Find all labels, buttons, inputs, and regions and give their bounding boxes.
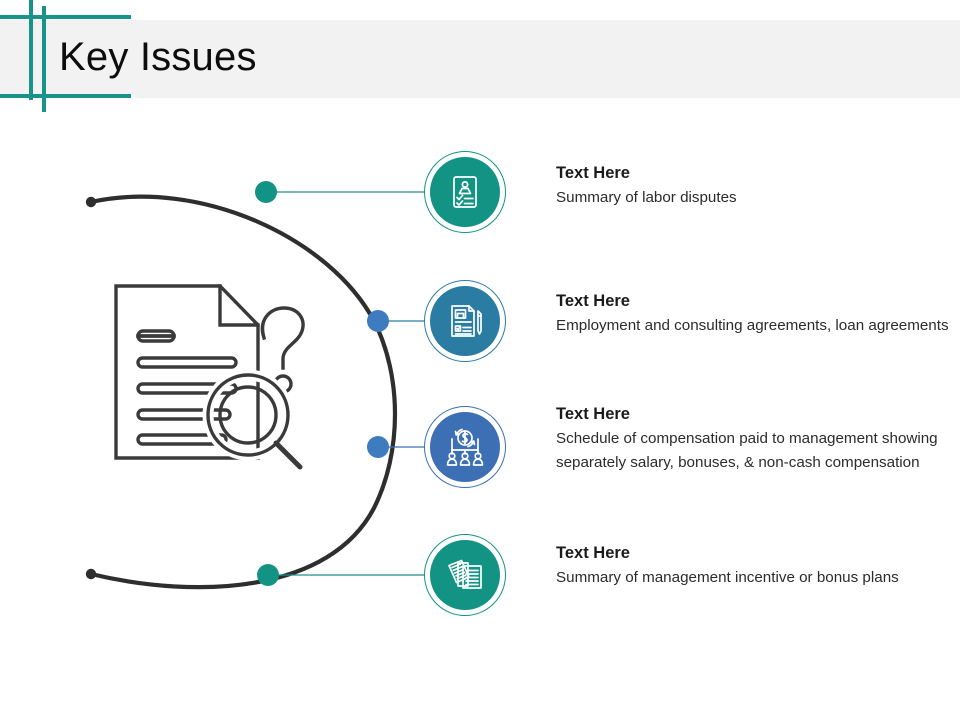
arc-end-dot-top xyxy=(85,196,97,208)
icon-node-4-disc xyxy=(430,540,500,610)
text-block-1-title: Text Here xyxy=(556,164,630,182)
text-block-2-title: Text Here xyxy=(556,292,630,310)
icon-node-3[interactable] xyxy=(424,406,506,488)
icon-node-2[interactable] xyxy=(424,280,506,362)
arc-node-dot-3[interactable] xyxy=(367,436,389,458)
header-rule-left-vertical xyxy=(29,0,33,100)
icon-node-3-ring xyxy=(424,406,506,488)
header-rule-bottom-horizontal xyxy=(0,94,131,98)
money-cycle-people-icon xyxy=(446,428,484,466)
arc-node-dot-4[interactable] xyxy=(257,564,279,586)
diagram-area: Text Here Summary of labor disputes Text… xyxy=(0,100,960,720)
arc-connector-graphic xyxy=(85,181,424,590)
arc-node-dot-1[interactable] xyxy=(255,181,277,203)
text-block-3: Text Here Schedule of compensation paid … xyxy=(556,403,956,474)
page-title: Key Issues xyxy=(59,35,257,79)
text-block-4: Text Here Summary of management incentiv… xyxy=(556,542,956,590)
arc-end-dot-bottom xyxy=(85,568,97,580)
icon-node-3-disc xyxy=(430,412,500,482)
icon-node-2-ring xyxy=(424,280,506,362)
text-block-3-title: Text Here xyxy=(556,405,630,423)
header-rule-top-horizontal xyxy=(0,15,131,19)
text-block-2: Text Here Employment and consulting agre… xyxy=(556,290,956,338)
icon-node-4[interactable] xyxy=(424,534,506,616)
text-block-2-body: Employment and consulting agreements, lo… xyxy=(556,317,949,334)
icon-node-2-disc xyxy=(430,286,500,356)
stacked-documents-icon xyxy=(448,559,482,589)
arc-path xyxy=(88,194,398,590)
icon-node-1-disc xyxy=(430,157,500,227)
clipboard-checklist-person-icon xyxy=(453,176,477,208)
text-block-1: Text Here Summary of labor disputes xyxy=(556,162,948,210)
document-question-search-icon xyxy=(114,284,305,470)
icon-node-1-ring xyxy=(424,151,506,233)
text-block-1-body: Summary of labor disputes xyxy=(556,189,737,206)
document-with-pen-icon xyxy=(451,305,482,337)
text-block-4-title: Text Here xyxy=(556,544,630,562)
icon-node-4-ring xyxy=(424,534,506,616)
text-block-4-body: Summary of management incentive or bonus… xyxy=(556,569,899,586)
header-band xyxy=(0,20,960,98)
icon-node-1[interactable] xyxy=(424,151,506,233)
arc-node-dot-2[interactable] xyxy=(367,310,389,332)
main-illustration xyxy=(108,280,308,485)
header-rule-right-vertical xyxy=(42,6,46,112)
text-block-3-body: Schedule of compensation paid to managem… xyxy=(556,430,938,471)
